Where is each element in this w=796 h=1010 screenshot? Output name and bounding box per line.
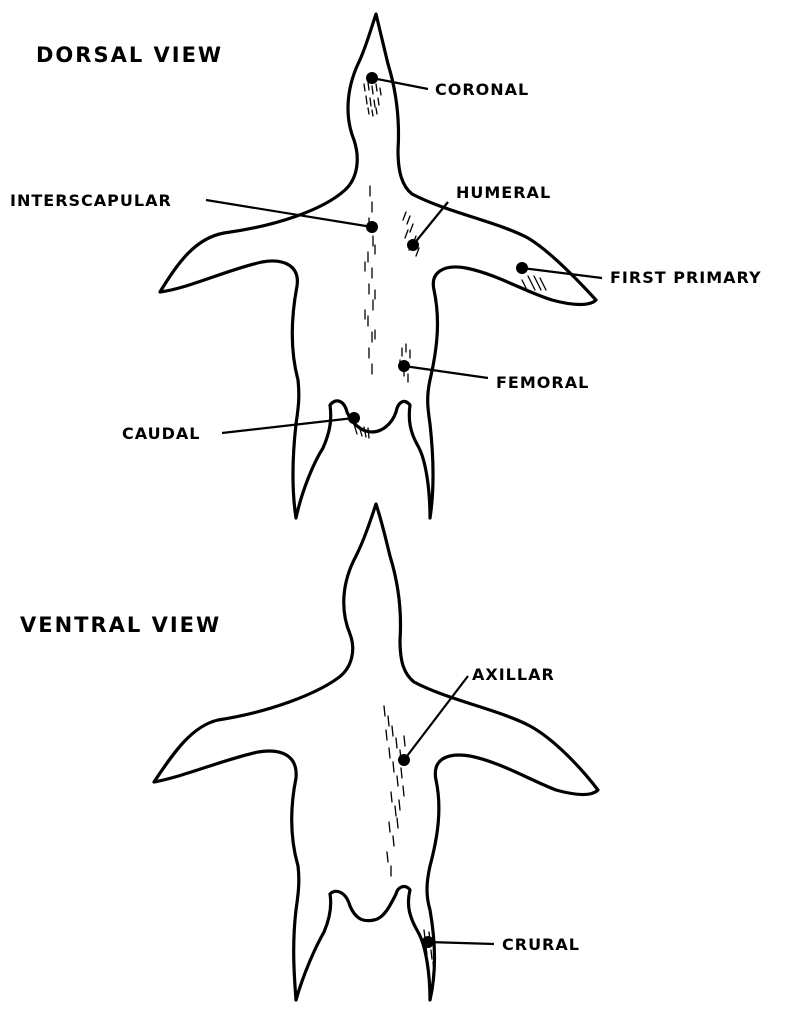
first-primary-label: FIRST PRIMARY bbox=[610, 268, 762, 287]
humeral-label: HUMERAL bbox=[456, 183, 551, 202]
ventral-leader-lines bbox=[404, 676, 494, 944]
ventral-hatching bbox=[384, 706, 434, 970]
ventral-tract-points bbox=[398, 754, 434, 948]
dorsal-view: DORSAL VIEW bbox=[10, 14, 762, 518]
dorsal-view-title: DORSAL VIEW bbox=[36, 43, 223, 67]
ventral-view: VENTRAL VIEW AXILLAR CRURAL bbox=[20, 504, 598, 1000]
dorsal-labels: CORONAL INTERSCAPULAR HUMERAL FIRST PRIM… bbox=[10, 80, 762, 443]
crural-label: CRURAL bbox=[502, 935, 580, 954]
caudal-label: CAUDAL bbox=[122, 424, 200, 443]
dorsal-bird-outline bbox=[160, 14, 596, 518]
interscapular-label: INTERSCAPULAR bbox=[10, 191, 172, 210]
coronal-label: CORONAL bbox=[435, 80, 529, 99]
ventral-bird-outline bbox=[154, 504, 598, 1000]
ventral-view-title: VENTRAL VIEW bbox=[20, 613, 221, 637]
axillar-label: AXILLAR bbox=[472, 665, 555, 684]
femoral-label: FEMORAL bbox=[496, 373, 589, 392]
